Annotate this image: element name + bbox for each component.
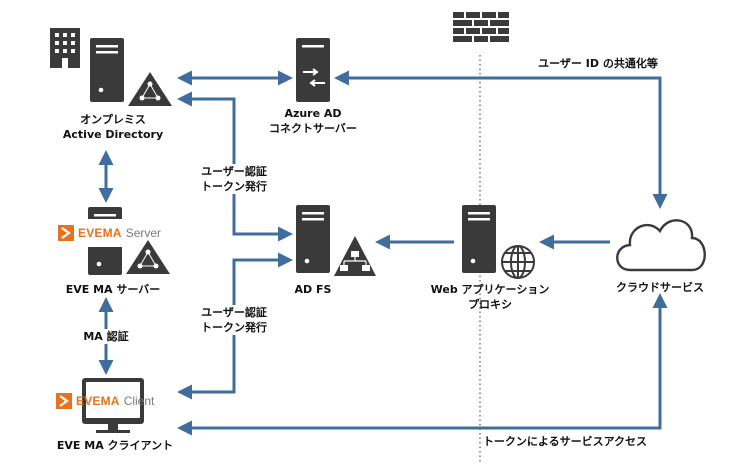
token-issue-label-1: ユーザー認証 トークン発行	[186, 164, 282, 194]
ad-triangle-icon	[126, 240, 170, 274]
onprem-ad-label: オンプレミス Active Directory	[62, 113, 164, 141]
brand-name: EVEMA	[78, 226, 122, 240]
server-icon	[296, 205, 330, 273]
arrow-lines	[98, 70, 668, 436]
building-icon	[50, 28, 80, 68]
evema-client-brand: EVEMA Client	[56, 393, 154, 409]
cloud-service-label: クラウドサービス	[616, 281, 704, 294]
ad-triangle-icon	[128, 72, 172, 106]
brand-mark-icon	[56, 393, 72, 409]
arrow-token-access	[177, 293, 668, 436]
token-access-label: トークンによるサービスアクセス	[482, 435, 648, 448]
brand-suffix: Server	[125, 226, 162, 240]
evema-server-brand: EVEMA Server	[58, 225, 161, 241]
sync-server-icon	[296, 38, 330, 102]
web-proxy-label: Web アプリケーション プロキシ	[430, 283, 550, 311]
brand-name: EVEMA	[76, 394, 120, 408]
eve-client-label: EVE MA クライアント	[56, 439, 174, 452]
eve-server-label: EVE MA サーバー	[65, 283, 161, 296]
brand-mark-icon	[58, 225, 74, 241]
cloud-icon	[616, 219, 706, 272]
firewall-icon	[453, 12, 509, 42]
hierarchy-triangle-icon	[334, 236, 376, 276]
monitor-icon	[82, 378, 144, 433]
server-icon	[86, 207, 126, 275]
globe-icon	[501, 245, 535, 279]
adfs-label: AD FS	[294, 283, 332, 296]
token-issue-label-2: ユーザー認証 トークン発行	[186, 305, 282, 335]
server-icon	[90, 38, 124, 102]
brand-suffix: Client	[123, 394, 155, 408]
ma-auth-label: MA 認証	[72, 329, 140, 344]
server-icon	[462, 205, 496, 273]
id-sync-label: ユーザー ID の共通化等	[538, 57, 658, 70]
azure-connect-label: Azure AD コネクトサーバー	[269, 107, 357, 135]
arrow-id-sync	[334, 70, 668, 209]
